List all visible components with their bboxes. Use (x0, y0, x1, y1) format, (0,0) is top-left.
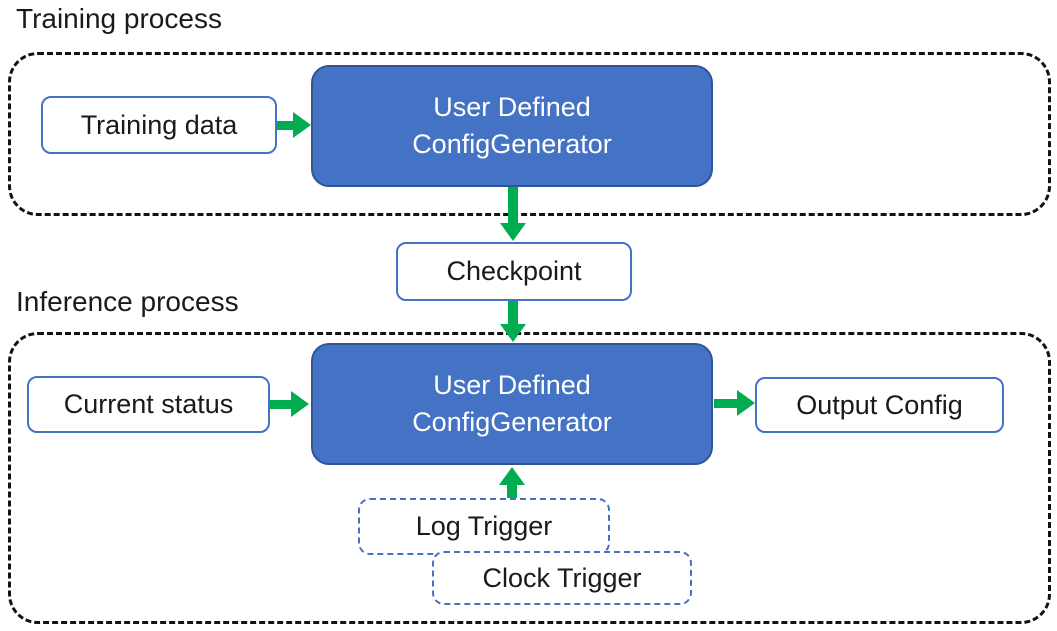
arrow-head (499, 467, 525, 485)
arrow-head (500, 324, 526, 342)
output-config-box: Output Config (755, 377, 1004, 433)
training-process-container (8, 52, 1051, 216)
arrow-shaft (508, 187, 518, 224)
training-process-label: Training process (16, 3, 222, 34)
log-trigger-label: Log Trigger (415, 511, 553, 541)
arrow-head (293, 112, 311, 138)
output-config-label: Output Config (796, 389, 963, 420)
clock-trigger-label: Clock Trigger (482, 562, 642, 593)
inference-configgenerator-line2: ConfigGenerator (412, 407, 612, 437)
arrow-head (500, 223, 526, 241)
arrow-shaft (507, 484, 517, 498)
training-configgenerator-line1: User Defined (433, 92, 591, 122)
checkpoint-label: Checkpoint (446, 256, 582, 286)
training-configgenerator-box: User Defined ConfigGenerator (311, 65, 713, 187)
inference-process-label: Inference process (16, 286, 239, 317)
current-status-box: Current status (27, 376, 270, 433)
checkpoint-box: Checkpoint (396, 242, 632, 301)
arrow-shaft (277, 121, 295, 130)
log-trigger-box: Log Trigger (358, 498, 610, 555)
arrow-shaft (270, 400, 292, 409)
inference-process-container (8, 332, 1051, 624)
arrow-head (737, 390, 755, 416)
inference-configgenerator-box: User Defined ConfigGenerator (311, 343, 713, 465)
inference-configgenerator-line1: User Defined (433, 370, 591, 400)
arrow-shaft (508, 301, 518, 325)
training-data-label: Training data (80, 109, 238, 140)
arrow-head (291, 391, 309, 417)
arrow-shaft (714, 399, 738, 408)
current-status-label: Current status (63, 389, 234, 419)
training-configgenerator-line2: ConfigGenerator (412, 129, 612, 159)
training-data-box: Training data (41, 96, 277, 154)
clock-trigger-box: Clock Trigger (432, 551, 692, 605)
